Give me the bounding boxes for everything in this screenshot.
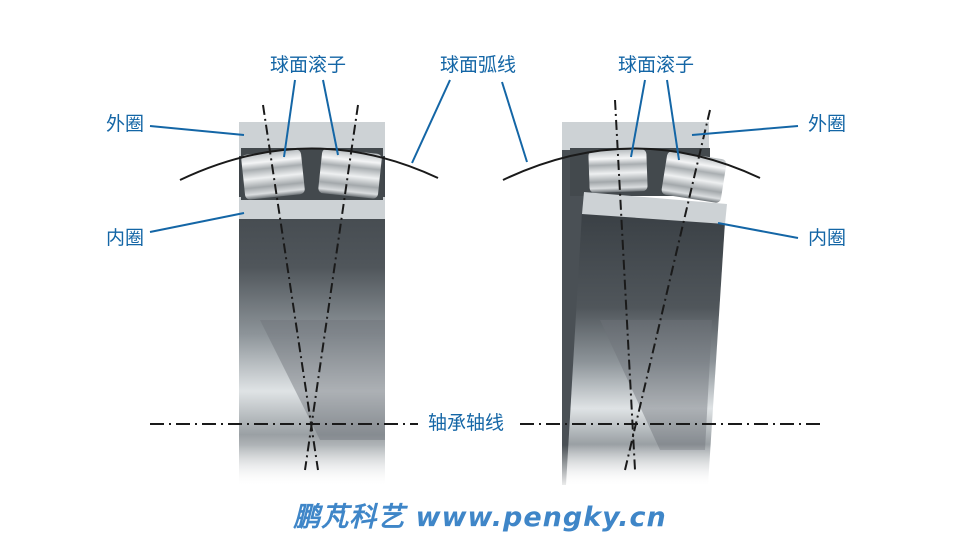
right-roller-a bbox=[588, 149, 648, 193]
label-spherical-arc: 球面弧线 bbox=[440, 54, 517, 76]
label-spherical-roller-right: 球面滚子 bbox=[618, 54, 695, 76]
watermark: 鹏芃科艺 www.pengky.cn bbox=[293, 502, 667, 533]
left-roller-a bbox=[241, 149, 305, 200]
left-bearing bbox=[235, 122, 390, 490]
leader-lines bbox=[149, 79, 799, 239]
right-inner-ring bbox=[582, 192, 727, 224]
right-bearing bbox=[555, 122, 727, 490]
right-inner-body bbox=[566, 212, 725, 485]
left-inner-ring bbox=[239, 197, 385, 219]
roller-axis-lines bbox=[262, 99, 711, 471]
label-bearing-axis: 轴承轴线 bbox=[426, 412, 507, 434]
left-roller-b bbox=[318, 148, 382, 199]
label-outer-ring-left: 外圈 bbox=[106, 113, 145, 135]
right-body-shade bbox=[600, 320, 712, 450]
label-outer-ring-right: 外圈 bbox=[808, 113, 847, 135]
left-spherical-arc bbox=[179, 147, 439, 181]
left-body-shade bbox=[260, 320, 385, 440]
left-fade bbox=[235, 445, 390, 490]
label-inner-ring-left: 内圈 bbox=[106, 227, 145, 249]
label-spherical-roller-left: 球面滚子 bbox=[270, 54, 347, 76]
label-inner-ring-right: 内圈 bbox=[808, 227, 847, 249]
